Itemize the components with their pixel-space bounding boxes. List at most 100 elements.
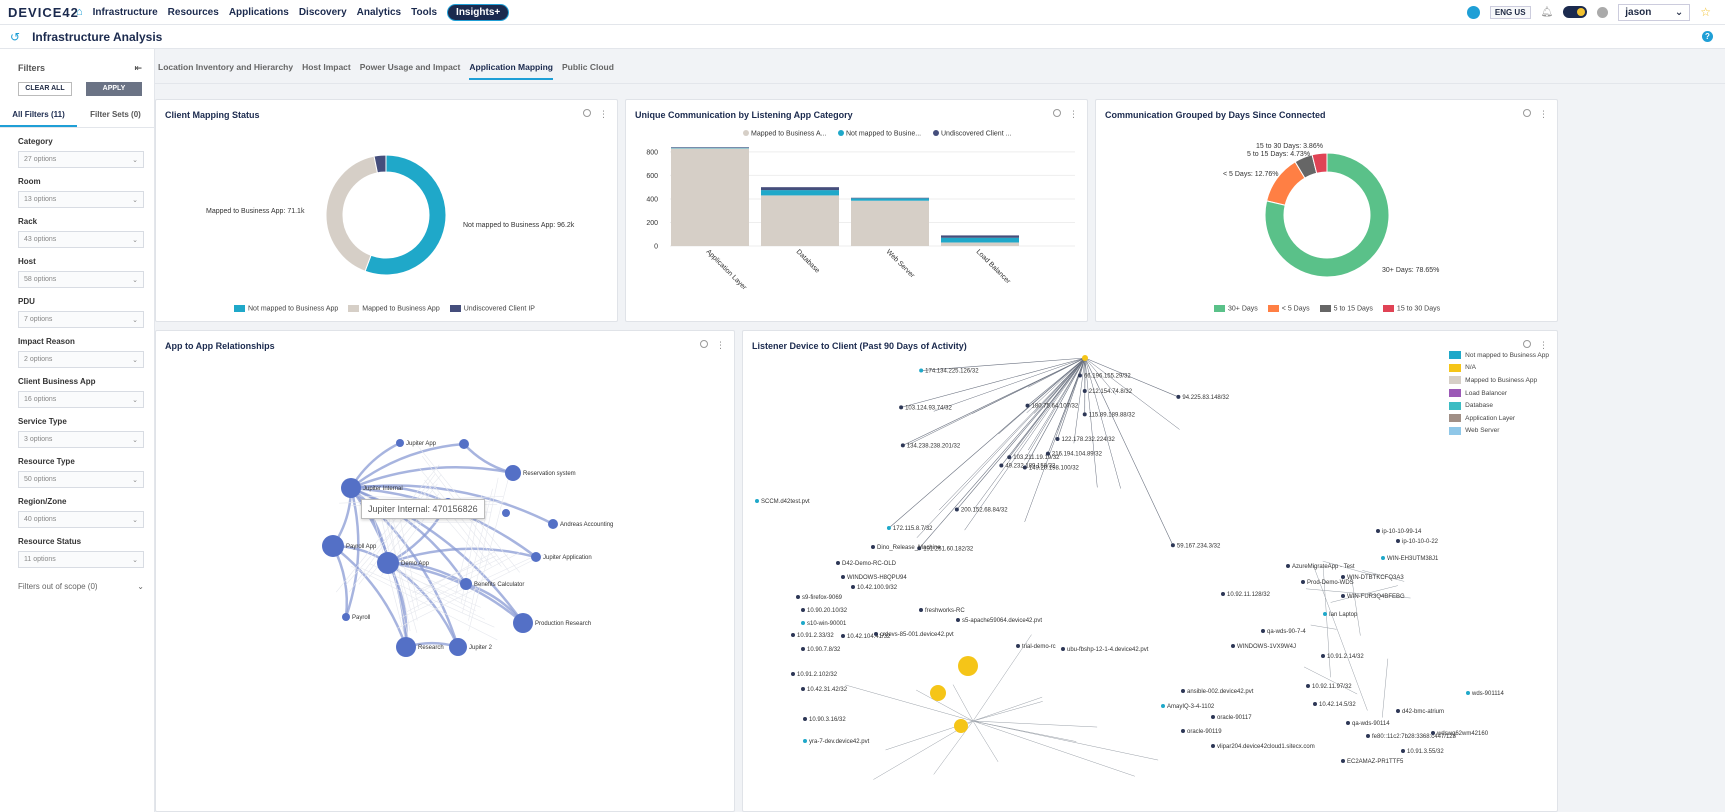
graph-node[interactable] [1170,543,1175,548]
graph-node[interactable] [1381,556,1385,560]
graph-node[interactable] [1323,612,1327,616]
graph-node[interactable] [1261,629,1265,633]
filter-icon[interactable] [583,109,591,117]
apply-button[interactable]: APPLY [86,82,142,96]
graph-node[interactable] [954,507,959,512]
clear-all-button[interactable]: CLEAR ALL [18,82,72,96]
bar[interactable] [941,242,1019,246]
graph-hub-node[interactable] [1082,355,1088,361]
bar[interactable] [851,198,929,201]
graph-node[interactable] [1025,403,1030,408]
graph-node[interactable] [505,465,521,481]
pie-slice[interactable] [1264,152,1390,278]
graph-node[interactable] [1466,691,1470,695]
search-icon[interactable] [1466,5,1480,19]
graph-node[interactable] [1301,580,1305,584]
graph-node[interactable] [999,463,1004,468]
graph-node[interactable] [899,405,904,410]
page-help-icon[interactable]: ? [1702,31,1713,42]
pie-slice[interactable] [364,154,447,276]
graph-node[interactable] [956,618,960,622]
graph-node[interactable] [1341,759,1345,763]
graph-node[interactable] [871,545,875,549]
graph-node[interactable] [459,439,469,449]
network-legend-item[interactable]: N/A [1449,362,1549,375]
tab-host-impact[interactable]: Host Impact [302,62,351,72]
graph-node[interactable] [791,672,795,676]
legend-item[interactable]: Mapped to Business App [348,305,440,312]
graph-node[interactable] [1007,455,1012,460]
graph-node[interactable] [841,634,845,638]
graph-node[interactable] [1366,734,1370,738]
legend-item[interactable]: 15 to 30 Days [1382,305,1440,312]
refresh-icon[interactable]: ↺ [10,29,21,44]
graph-node[interactable] [1431,731,1435,735]
more-options-icon[interactable]: ⋮ [599,109,608,119]
bar[interactable] [851,197,929,199]
device42-logo[interactable]: DEVICE42 [8,4,79,20]
network-legend-item[interactable]: Database [1449,399,1549,412]
nav-analytics[interactable]: Analytics [356,6,402,18]
pie-slice[interactable] [325,155,379,272]
legend-label[interactable]: Not mapped to Busine... [846,131,921,138]
graph-node[interactable] [1181,729,1185,733]
legend-item[interactable]: 30+ Days [1214,305,1258,312]
insights-button[interactable]: Insights+ [447,3,510,21]
legend-item[interactable]: Not mapped to Business App [234,305,338,312]
legend-item[interactable]: < 5 Days [1267,305,1310,312]
graph-node[interactable] [1221,592,1225,596]
network-legend-item[interactable]: Application Layer [1449,412,1549,425]
network-legend-item[interactable]: Web Server [1449,425,1549,438]
graph-node[interactable] [1396,539,1400,543]
graph-node[interactable] [900,443,905,448]
filter-select[interactable]: 43 options⌄ [18,231,144,248]
graph-node[interactable] [396,439,404,447]
tab-location-inventory[interactable]: Location Inventory and Hierarchy [158,62,294,72]
graph-node[interactable] [1016,644,1020,648]
graph-node[interactable] [803,717,807,721]
graph-node[interactable] [531,552,541,562]
filter-select[interactable]: 11 options⌄ [18,551,144,568]
graph-node[interactable] [1286,564,1290,568]
bar[interactable] [761,190,839,196]
bar[interactable] [761,195,839,246]
nav-tools[interactable]: Tools [411,6,438,18]
graph-node[interactable] [803,739,807,743]
filter-select[interactable]: 2 options⌄ [18,351,144,368]
filter-select[interactable]: 40 options⌄ [18,511,144,528]
graph-node[interactable] [874,632,878,636]
filter-select[interactable]: 27 options⌄ [18,151,144,168]
graph-node[interactable] [1161,704,1165,708]
more-options-icon[interactable]: ⋮ [1069,109,1078,119]
legend-item[interactable]: 5 to 15 Days [1319,305,1373,312]
graph-node[interactable] [513,613,533,633]
graph-node[interactable] [886,525,891,530]
graph-node[interactable] [1211,715,1215,719]
home-icon[interactable]: ⌂ [76,6,83,18]
pie-slice[interactable] [373,154,387,174]
filter-icon[interactable] [1523,109,1531,117]
graph-node[interactable] [1181,689,1185,693]
graph-hub-node[interactable] [930,685,946,701]
legend-item[interactable]: Undiscovered Client IP [449,305,535,312]
graph-node[interactable] [919,368,924,373]
more-options-icon[interactable]: ⋮ [1539,340,1548,350]
filter-select[interactable]: 3 options⌄ [18,431,144,448]
bar[interactable] [671,148,749,246]
filter-select[interactable]: 13 options⌄ [18,191,144,208]
graph-node[interactable] [796,595,800,599]
bar[interactable] [851,200,929,246]
bar[interactable] [761,187,839,191]
legend-label[interactable]: Undiscovered Client ... [941,131,1011,138]
graph-node[interactable] [377,552,399,574]
graph-node[interactable] [1396,709,1400,713]
more-options-icon[interactable]: ⋮ [1539,109,1548,119]
nav-discovery[interactable]: Discovery [298,6,347,18]
graph-node[interactable] [801,621,805,625]
graph-node[interactable] [919,608,923,612]
graph-hub-node[interactable] [954,719,968,733]
graph-node[interactable] [1061,647,1065,651]
graph-node[interactable] [851,585,855,589]
graph-node[interactable] [548,519,558,529]
filter-icon[interactable] [1053,109,1061,117]
